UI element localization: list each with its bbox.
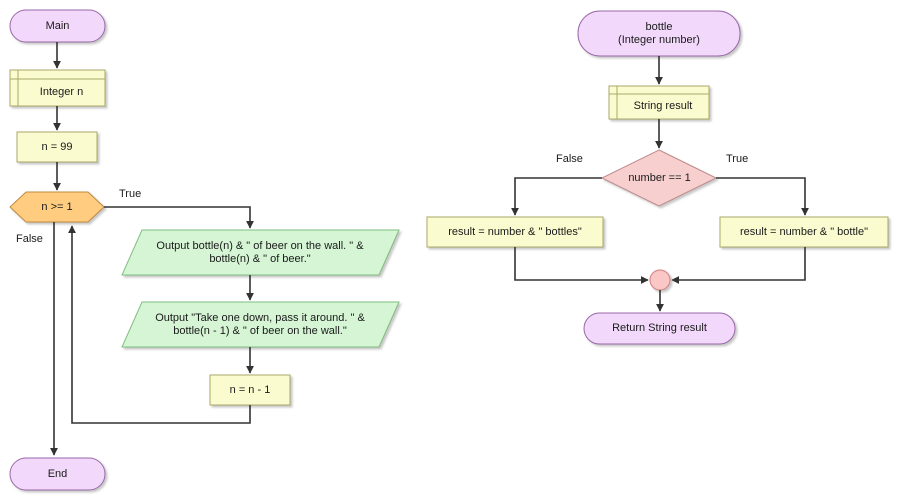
node-assign-99-shape[interactable]: [16, 131, 98, 163]
edge-label-loop-true: True: [119, 188, 142, 200]
edge-loop-true-to-output1: [104, 206, 254, 229]
edge-label-decision-true: True: [726, 153, 749, 165]
node-output-2-shape[interactable]: [121, 301, 400, 348]
node-result-singular-shape[interactable]: [719, 216, 889, 248]
node-loop-condition-shape[interactable]: [9, 191, 105, 223]
node-end-shape[interactable]: [9, 457, 106, 491]
node-merge-shape[interactable]: [649, 269, 671, 291]
node-declare-n-shape[interactable]: [9, 69, 106, 107]
node-output-1-shape[interactable]: [121, 229, 400, 276]
edge-label-loop-false: False: [16, 233, 43, 245]
node-result-plural-shape[interactable]: [426, 216, 604, 248]
edge-decision-false-to-plural: [511, 177, 602, 216]
node-main-start-shape[interactable]: [9, 9, 106, 43]
edge-singular-to-merge: [671, 247, 806, 284]
node-decision-shape[interactable]: [600, 149, 718, 207]
node-return-shape[interactable]: [583, 312, 736, 345]
node-decrement-shape[interactable]: [209, 374, 291, 406]
edge-decision-true-to-singular: [716, 177, 809, 216]
node-bottle-start-shape[interactable]: [577, 10, 741, 57]
node-declare-result-shape[interactable]: [608, 85, 710, 120]
edge-plural-to-merge: [514, 247, 649, 284]
edge-label-decision-false: False: [556, 153, 583, 165]
edge-loopback-to-condition: [68, 225, 251, 424]
